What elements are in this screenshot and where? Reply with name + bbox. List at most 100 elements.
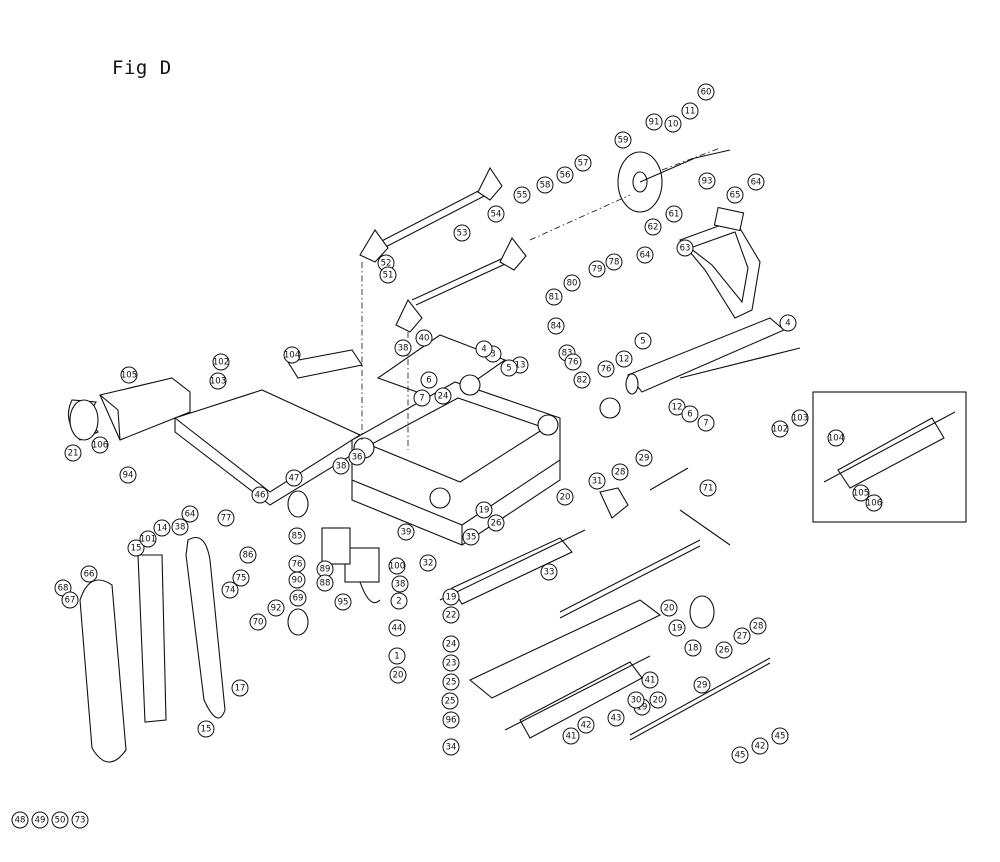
callout-50: 50 bbox=[51, 811, 69, 829]
svg-text:41: 41 bbox=[645, 676, 656, 686]
svg-text:77: 77 bbox=[221, 514, 232, 524]
callout-102: 102 bbox=[771, 420, 789, 438]
callout-63: 63 bbox=[676, 239, 694, 257]
svg-text:2: 2 bbox=[396, 597, 401, 607]
callout-19: 19 bbox=[668, 619, 686, 637]
svg-text:79: 79 bbox=[592, 265, 603, 275]
callout-76: 76 bbox=[288, 555, 306, 573]
callout-59: 59 bbox=[614, 131, 632, 149]
sprocket bbox=[689, 595, 715, 629]
svg-text:67: 67 bbox=[65, 596, 76, 606]
svg-text:83: 83 bbox=[562, 349, 573, 359]
motor-switch bbox=[321, 527, 381, 604]
callout-67: 67 bbox=[61, 591, 79, 609]
svg-text:20: 20 bbox=[393, 671, 404, 681]
svg-text:101: 101 bbox=[140, 535, 156, 545]
callout-64: 64 bbox=[747, 173, 765, 191]
svg-text:88: 88 bbox=[320, 579, 331, 589]
shaft-39 bbox=[559, 539, 701, 613]
svg-text:45: 45 bbox=[735, 751, 746, 761]
svg-text:49: 49 bbox=[35, 816, 46, 826]
callout-42: 42 bbox=[577, 716, 595, 734]
svg-text:45: 45 bbox=[775, 732, 786, 742]
callout-12: 12 bbox=[615, 350, 633, 368]
callout-70: 70 bbox=[249, 613, 267, 631]
svg-text:12: 12 bbox=[619, 355, 630, 365]
callout-14: 14 bbox=[153, 519, 171, 537]
callout-55: 55 bbox=[513, 186, 531, 204]
svg-text:19: 19 bbox=[479, 506, 490, 516]
callout-4: 4 bbox=[779, 314, 797, 332]
svg-text:26: 26 bbox=[719, 646, 730, 656]
callout-25: 25 bbox=[441, 692, 459, 710]
svg-text:38: 38 bbox=[398, 344, 409, 354]
callout-12: 12 bbox=[668, 398, 686, 416]
svg-text:36: 36 bbox=[352, 453, 363, 463]
callout-20: 20 bbox=[649, 691, 667, 709]
callout-25: 25 bbox=[442, 673, 460, 691]
callout-2: 2 bbox=[390, 592, 408, 610]
callout-93: 93 bbox=[698, 172, 716, 190]
svg-text:34: 34 bbox=[446, 743, 457, 753]
svg-text:106: 106 bbox=[92, 441, 108, 451]
callout-53: 53 bbox=[453, 224, 471, 242]
svg-text:52: 52 bbox=[381, 259, 392, 269]
cutterhead bbox=[599, 317, 801, 419]
svg-text:31: 31 bbox=[592, 477, 603, 487]
callout-22: 22 bbox=[442, 606, 460, 624]
callout-74: 74 bbox=[221, 581, 239, 599]
callout-26: 26 bbox=[487, 514, 505, 532]
callout-106: 106 bbox=[91, 436, 109, 454]
callout-17: 17 bbox=[231, 679, 249, 697]
callout-41: 41 bbox=[641, 671, 659, 689]
callout-38: 38 bbox=[332, 457, 350, 475]
svg-text:39: 39 bbox=[401, 528, 412, 538]
helical-cutterhead bbox=[837, 417, 945, 489]
callout-39: 39 bbox=[397, 523, 415, 541]
callout-27: 27 bbox=[733, 627, 751, 645]
callout-96: 96 bbox=[442, 711, 460, 729]
callout-64: 64 bbox=[181, 505, 199, 523]
callout-106: 106 bbox=[865, 494, 883, 512]
callout-20: 20 bbox=[660, 599, 678, 617]
callout-62: 62 bbox=[644, 218, 662, 236]
callout-73: 73 bbox=[71, 811, 89, 829]
svg-text:85: 85 bbox=[292, 532, 303, 542]
svg-text:20: 20 bbox=[560, 493, 571, 503]
callout-104: 104 bbox=[827, 429, 845, 447]
svg-text:103: 103 bbox=[210, 377, 226, 387]
callout-1: 1 bbox=[388, 647, 406, 665]
svg-text:11: 11 bbox=[685, 107, 696, 117]
svg-text:65: 65 bbox=[730, 191, 741, 201]
callout-105: 105 bbox=[852, 484, 870, 502]
svg-text:41: 41 bbox=[566, 732, 577, 742]
svg-text:35: 35 bbox=[466, 533, 477, 543]
svg-text:25: 25 bbox=[445, 697, 456, 707]
svg-text:6: 6 bbox=[426, 376, 431, 386]
svg-text:92: 92 bbox=[271, 604, 282, 614]
callout-7: 7 bbox=[413, 389, 431, 407]
svg-text:33: 33 bbox=[544, 568, 555, 578]
svg-text:15: 15 bbox=[131, 544, 142, 554]
svg-text:61: 61 bbox=[669, 210, 680, 220]
svg-text:63: 63 bbox=[680, 244, 691, 254]
svg-text:19: 19 bbox=[446, 593, 457, 603]
callout-90: 90 bbox=[288, 571, 306, 589]
svg-text:95: 95 bbox=[338, 598, 349, 608]
callout-7: 7 bbox=[697, 414, 715, 432]
callout-30: 30 bbox=[627, 691, 645, 709]
callout-75: 75 bbox=[232, 569, 250, 587]
svg-text:102: 102 bbox=[213, 358, 229, 368]
callout-40: 40 bbox=[415, 329, 433, 347]
callout-79: 79 bbox=[588, 260, 606, 278]
callout-81: 81 bbox=[545, 288, 563, 306]
svg-text:42: 42 bbox=[581, 721, 592, 731]
svg-text:105: 105 bbox=[121, 371, 137, 381]
callout-32: 32 bbox=[419, 554, 437, 572]
svg-text:27: 27 bbox=[737, 632, 748, 642]
callout-20: 20 bbox=[556, 488, 574, 506]
callout-24: 24 bbox=[442, 635, 460, 653]
svg-text:50: 50 bbox=[55, 816, 66, 826]
shaft-43 bbox=[629, 657, 771, 736]
callout-28: 28 bbox=[749, 617, 767, 635]
